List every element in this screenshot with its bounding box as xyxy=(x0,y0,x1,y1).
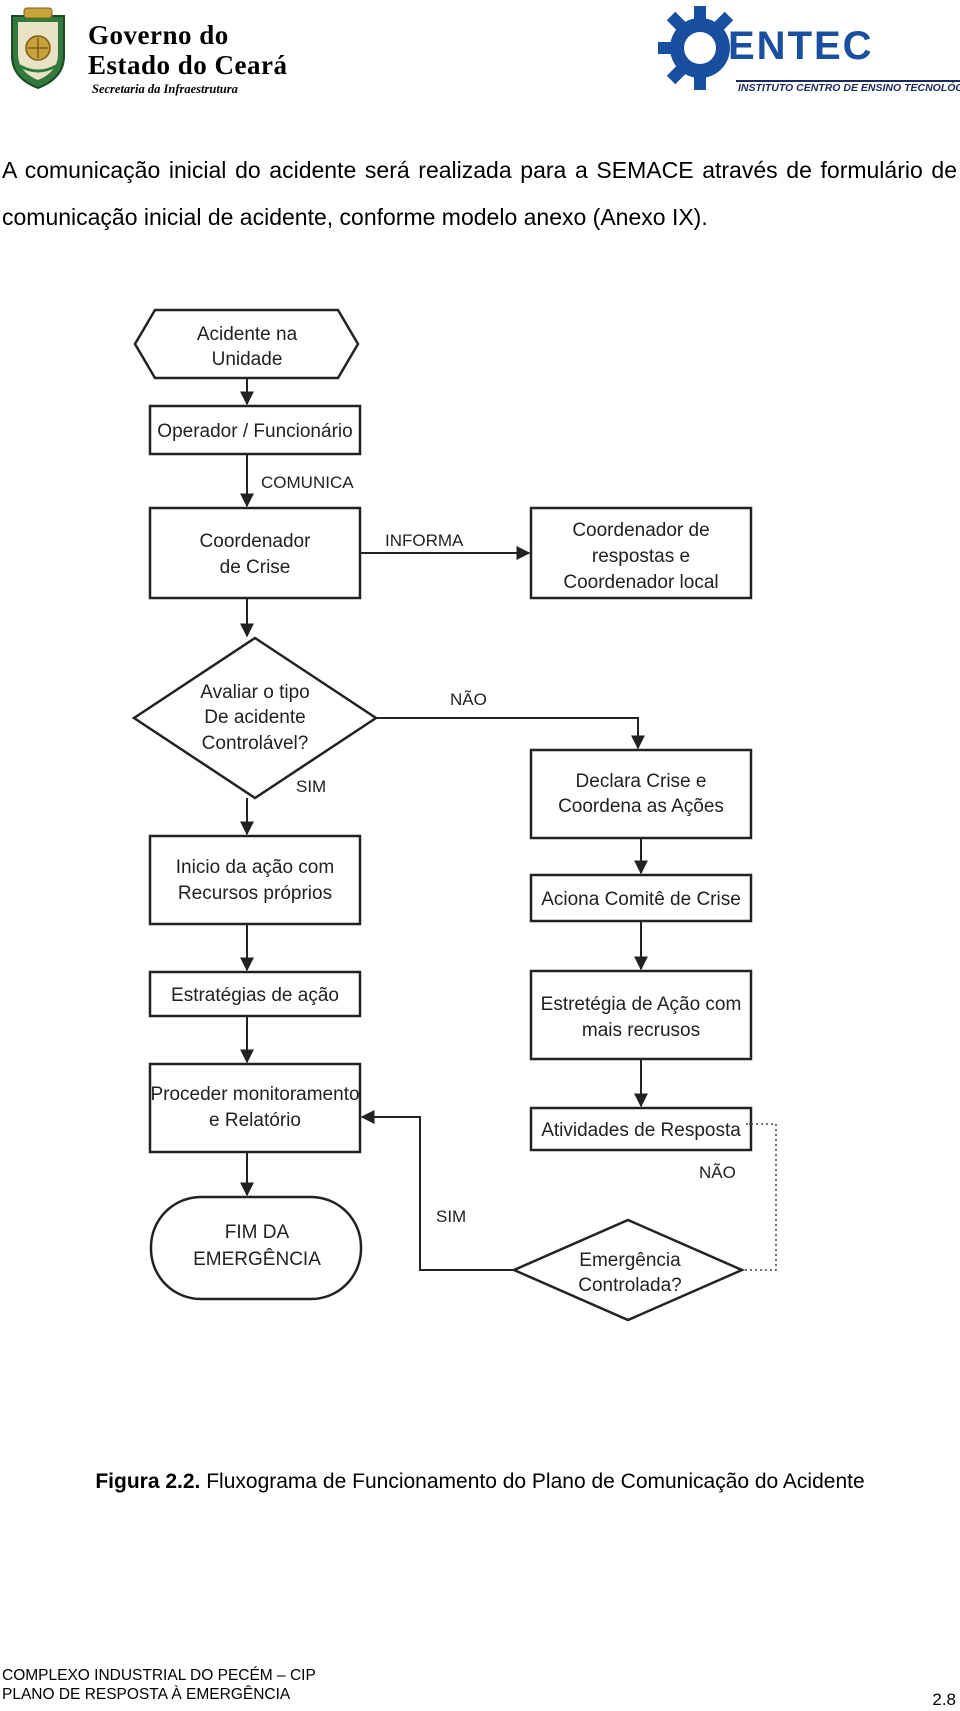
edge-nao-1: NÃO xyxy=(450,690,487,709)
gov-subtitle: Secretaria da Infraestrutura xyxy=(92,82,238,96)
intro-paragraph: A comunicação inicial do acidente será r… xyxy=(2,157,957,230)
government-logo: Governo do Estado do Ceará Secretaria da… xyxy=(6,6,306,96)
decision1-label-2: De acidente xyxy=(204,707,305,728)
start-label-1: Acidente na xyxy=(197,324,298,345)
entec-logo: ENTEC INSTITUTO CENTRO DE ENSINO TECNOLÓ… xyxy=(654,2,960,98)
page-number: 2.8 xyxy=(932,1690,956,1709)
response-coordinator-node xyxy=(529,506,753,600)
crisis-coordinator-node xyxy=(148,506,362,600)
inicio-label-2: Recursos próprios xyxy=(178,883,332,904)
decision1-label-3: Controlável? xyxy=(202,733,309,754)
declara-label-1: Declara Crise e xyxy=(576,771,707,792)
decision-controlled xyxy=(510,1218,746,1322)
entec-rule xyxy=(736,80,960,82)
estretegia-mais-label-2: mais recrusos xyxy=(582,1020,700,1041)
proceder-label-2: e Relatório xyxy=(209,1110,301,1131)
figure-caption: Figura 2.2. Fluxograma de Funcionamento … xyxy=(0,1470,960,1494)
figure-label: Figura 2.2. xyxy=(95,1470,201,1493)
edge-comunica: COMUNICA xyxy=(261,473,354,492)
edge-informa: INFORMA xyxy=(385,531,464,550)
crisis-coord-label-1: Coordenador xyxy=(200,531,312,552)
edge-nao-2: NÃO xyxy=(699,1163,736,1182)
fim-label-1: FIM DA xyxy=(225,1222,290,1243)
aciona-label: Aciona Comitê de Crise xyxy=(541,889,741,910)
atividades-label: Atividades de Resposta xyxy=(541,1120,741,1141)
response-coord-label-2: respostas e xyxy=(592,546,690,567)
crisis-coord-label-2: de Crise xyxy=(220,557,291,578)
start-node xyxy=(133,308,360,380)
decision2-label-1: Emergência xyxy=(579,1250,681,1271)
operator-node xyxy=(148,404,362,456)
response-coord-label-3: Coordenador local xyxy=(563,572,718,593)
decision-controllable xyxy=(131,636,379,800)
proceder-node xyxy=(148,1062,362,1154)
declara-node xyxy=(529,748,753,840)
proceder-label-1: Proceder monitoramento xyxy=(150,1084,359,1105)
estrategias-node xyxy=(148,970,362,1018)
footer-line-1: COMPLEXO INDUSTRIAL DO PECÉM – CIP xyxy=(2,1667,316,1684)
start-label-2: Unidade xyxy=(212,349,283,370)
page-footer: COMPLEXO INDUSTRIAL DO PECÉM – CIP PLANO… xyxy=(2,1666,316,1704)
edge-sim-1: SIM xyxy=(296,777,326,796)
entec-subtitle: INSTITUTO CENTRO DE ENSINO TECNOLÓGICO xyxy=(738,82,960,94)
fim-label-2: EMERGÊNCIA xyxy=(193,1248,321,1270)
atividades-node xyxy=(529,1106,753,1152)
aciona-node xyxy=(529,873,753,923)
edge-sim-2: SIM xyxy=(436,1207,466,1226)
gov-title-line1: Governo do xyxy=(88,20,229,50)
estrategias-label: Estratégias de ação xyxy=(171,985,339,1006)
inicio-label-1: Inicio da ação com xyxy=(176,857,334,878)
response-coord-label-1: Coordenador de xyxy=(572,520,709,541)
decision1-label-1: Avaliar o tipo xyxy=(200,682,310,703)
dotted-connector xyxy=(744,1123,777,1271)
gov-title-line2: Estado do Ceará xyxy=(88,50,288,80)
page-header: Governo do Estado do Ceará Secretaria da… xyxy=(0,0,960,100)
entec-wordmark: ENTEC xyxy=(728,24,874,68)
operator-label: Operador / Funcionário xyxy=(157,421,352,442)
declara-label-2: Coordena as Ações xyxy=(558,796,724,817)
figure-caption-text: Fluxograma de Funcionamento do Plano de … xyxy=(200,1470,865,1493)
estretegia-mais-label-1: Estretégia de Ação com xyxy=(541,994,742,1015)
flowchart: Acidente na Unidade Operador / Funcionár… xyxy=(118,308,828,1433)
footer-line-2: PLANO DE RESPOSTA À EMERGÊNCIA xyxy=(2,1686,291,1703)
estretegia-mais-node xyxy=(529,969,753,1061)
gear-icon xyxy=(658,6,734,90)
fim-node xyxy=(149,1195,363,1301)
ceara-crest-icon xyxy=(11,7,65,90)
decision2-label-2: Controlada? xyxy=(578,1275,682,1296)
flowchart-svg: Acidente na Unidade Operador / Funcionár… xyxy=(131,308,777,1322)
inicio-node xyxy=(148,834,362,926)
